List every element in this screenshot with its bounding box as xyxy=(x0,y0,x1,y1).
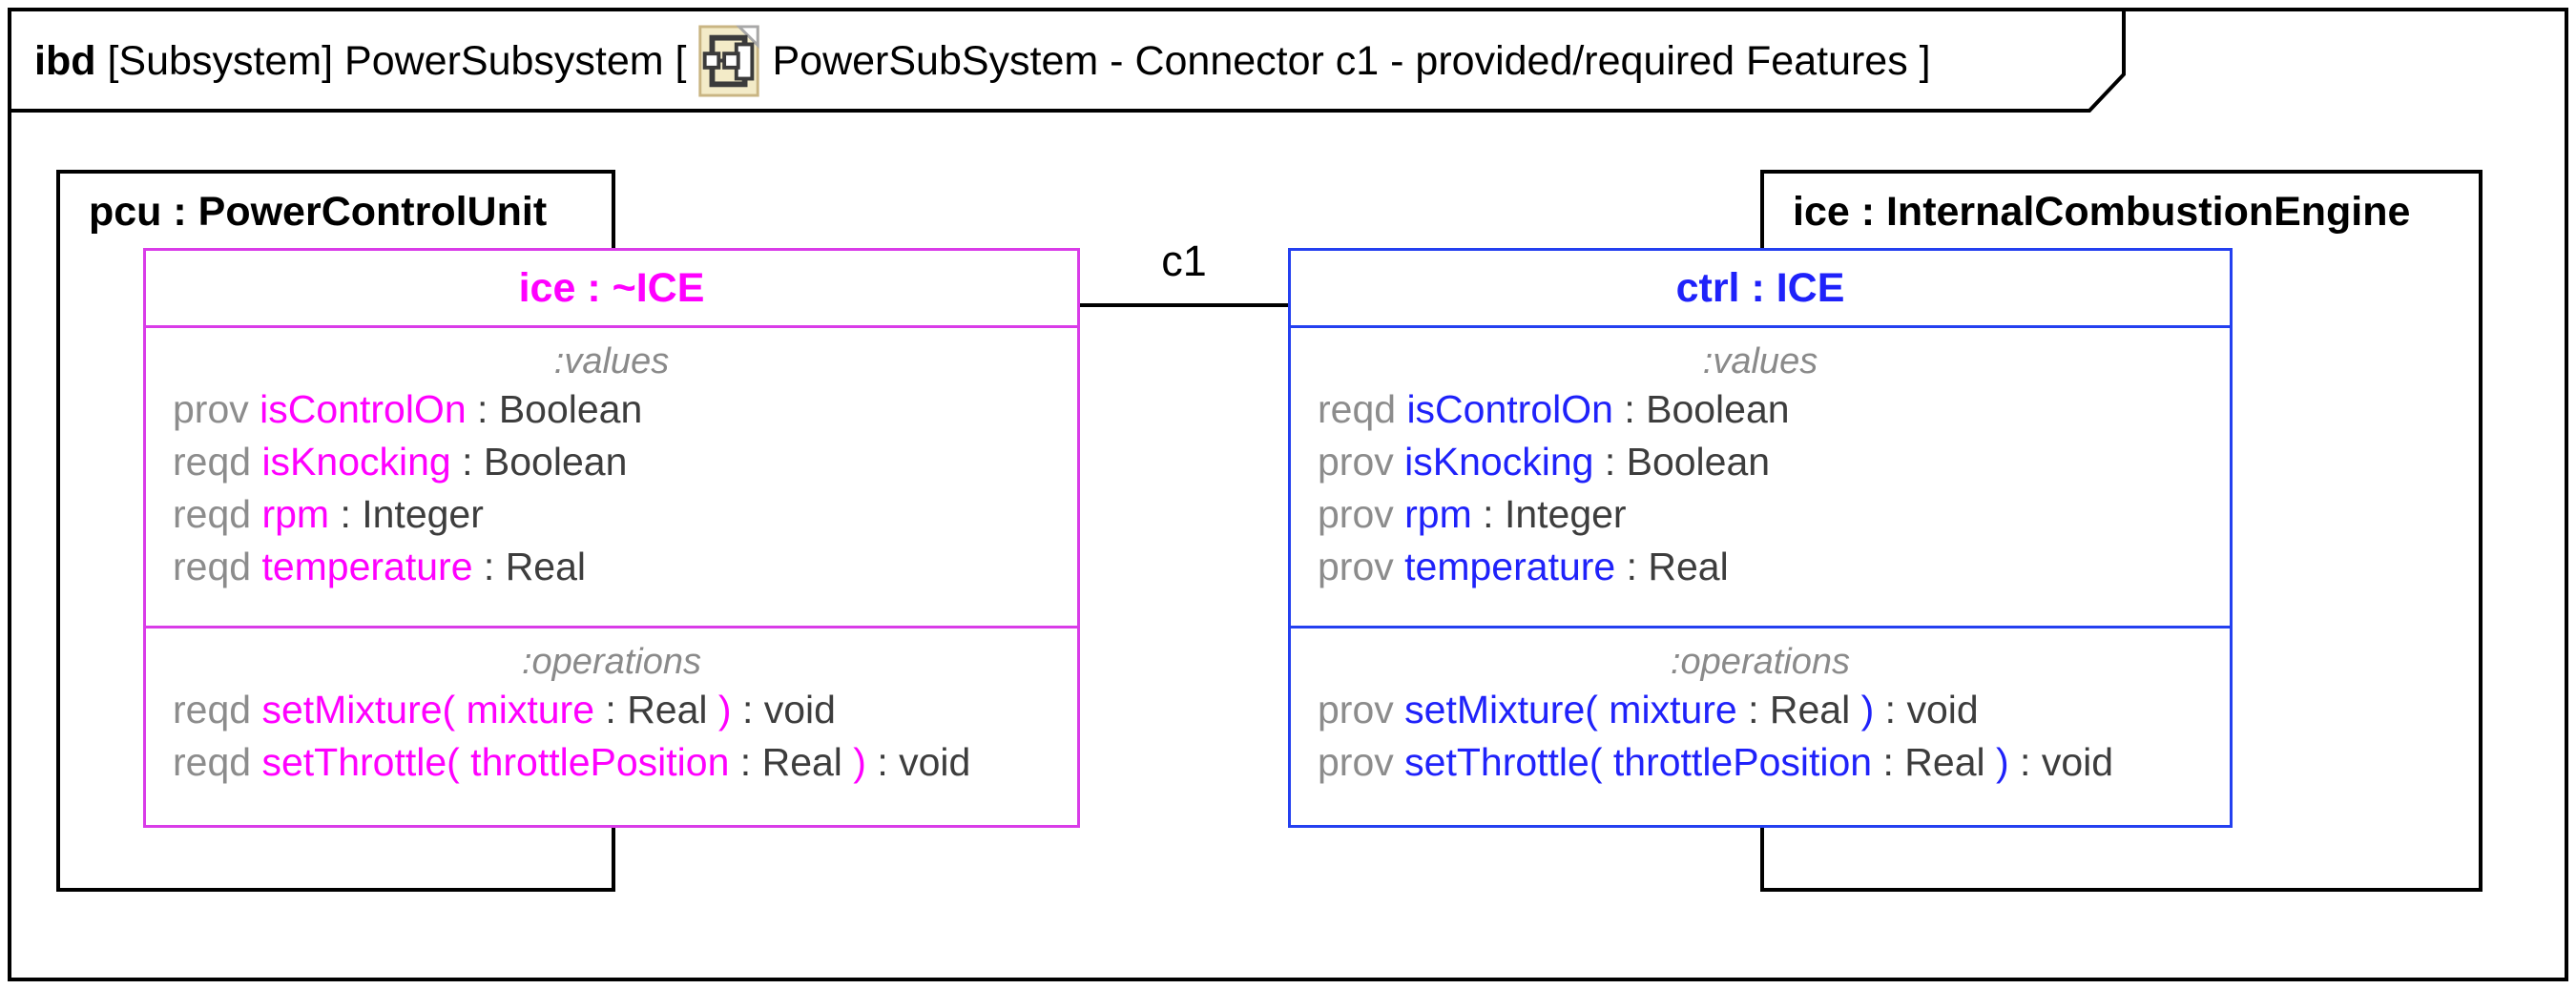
feature-line: prov setThrottle( throttlePosition : Rea… xyxy=(1318,740,2114,784)
connector-c1-label: c1 xyxy=(1161,237,1207,285)
frame-title: ibd [Subsystem] PowerSubsystem [ PowerSu… xyxy=(34,15,1931,107)
ibd-diagram-icon xyxy=(698,25,760,97)
compartment-operations: :operations reqd setMixture( mixture : R… xyxy=(146,626,1077,834)
frame-title-prefix: [Subsystem] PowerSubsystem [ xyxy=(107,37,687,84)
part-ctrl-ice: ctrl : ICE :values reqd isControlOn : Bo… xyxy=(1288,248,2233,828)
feature-line: reqd isControlOn : Boolean xyxy=(1318,387,1790,431)
block-pcu-label: pcu : PowerControlUnit xyxy=(89,189,548,235)
compartment-values: :values reqd isControlOn : Boolean prov i… xyxy=(1291,340,2230,626)
frame-title-suffix: PowerSubSystem - Connector c1 - provided… xyxy=(772,37,1931,84)
feature-line: reqd temperature : Real xyxy=(173,545,587,588)
block-ice-label: ice : InternalCombustionEngine xyxy=(1793,189,2411,235)
feature-line: reqd isKnocking : Boolean xyxy=(173,440,628,484)
diagram-frame: ibd [Subsystem] PowerSubsystem [ PowerSu… xyxy=(8,8,2568,981)
compartment-operations-label: :operations xyxy=(521,642,701,682)
part-ctrl-header: ctrl : ICE xyxy=(1291,251,2230,328)
feature-line: prov isKnocking : Boolean xyxy=(1318,440,1771,484)
part-ice-header: ice : ~ICE xyxy=(146,251,1077,328)
feature-line: reqd setMixture( mixture : Real ) : void xyxy=(173,688,836,731)
compartment-operations-label: :operations xyxy=(1670,642,1850,682)
compartment-values-label: :values xyxy=(553,341,670,381)
compartment-values-label: :values xyxy=(1702,341,1818,381)
feature-line: reqd rpm : Integer xyxy=(173,492,484,536)
feature-line: prov temperature : Real xyxy=(1318,545,1729,588)
feature-line: prov isControlOn : Boolean xyxy=(173,387,643,431)
feature-line: reqd setThrottle( throttlePosition : Rea… xyxy=(173,740,971,784)
feature-line: prov rpm : Integer xyxy=(1318,492,1627,536)
feature-line: prov setMixture( mixture : Real ) : void xyxy=(1318,688,1979,731)
frame-keyword: ibd xyxy=(34,37,96,84)
compartment-operations: :operations prov setMixture( mixture : R… xyxy=(1291,626,2230,834)
connector-c1-line xyxy=(1080,303,1288,307)
frame-title-tab xyxy=(8,8,2126,113)
compartment-values: :values prov isControlOn : Boolean reqd i… xyxy=(146,340,1077,626)
part-ice-tilde-ice: ice : ~ICE :values prov isControlOn : Bo… xyxy=(143,248,1080,828)
